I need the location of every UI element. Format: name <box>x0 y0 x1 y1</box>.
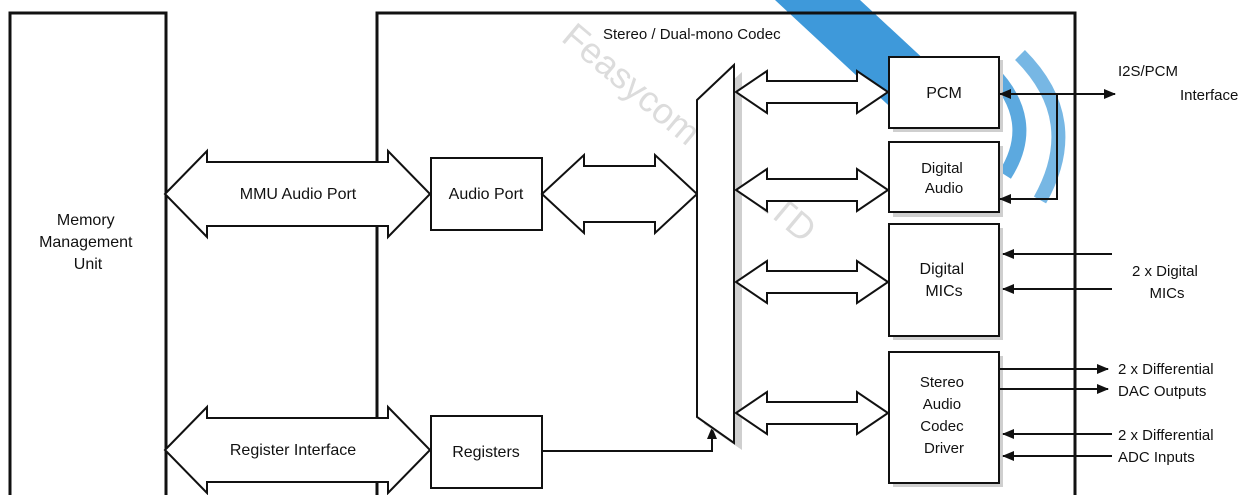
audio-port-block <box>430 157 543 231</box>
adc-inputs-label: 2 x Differential ADC Inputs <box>1118 427 1218 466</box>
pcm-label: PCM <box>926 85 962 102</box>
audio-port-label: Audio Port <box>449 186 524 203</box>
mmu-block <box>8 11 168 500</box>
mux-digital-audio-bus <box>734 167 890 213</box>
mmu-audio-port-label: MMU Audio Port <box>240 186 357 203</box>
codec-container <box>375 11 1077 500</box>
digital-audio-link <box>999 94 1058 204</box>
i2s-pcm-label: I2S/PCM Interface <box>1118 63 1238 104</box>
mux-stereo-driver-bus <box>734 390 890 436</box>
registers-label: Registers <box>452 444 520 461</box>
audio-port-mux-bus <box>540 152 699 236</box>
register-interface-label: Register Interface <box>230 442 356 459</box>
digital-audio-block <box>888 141 1000 213</box>
pcm-block <box>888 56 1000 129</box>
mux-block <box>696 62 735 445</box>
digital-mics-label: Digital MICs <box>920 261 969 300</box>
dac-outputs-label: 2 x Differential DAC Outputs <box>1118 361 1218 400</box>
registers-to-mux-line <box>542 427 717 452</box>
mux-pcm-bus <box>734 69 890 115</box>
codec-title: Stereo / Dual-mono Codec <box>603 26 781 43</box>
mux-digital-mics-bus <box>734 259 890 305</box>
digital-mics-ext-label: 2 x Digital MICs <box>1132 263 1202 302</box>
mmu-label: Memory Management Unit <box>39 212 137 273</box>
digital-audio-label: Digital Audio <box>921 160 967 197</box>
stereo-driver-block <box>888 351 1000 484</box>
digital-mics-block <box>888 223 1000 337</box>
stereo-driver-label: Stereo Audio Codec Driver <box>920 374 968 457</box>
